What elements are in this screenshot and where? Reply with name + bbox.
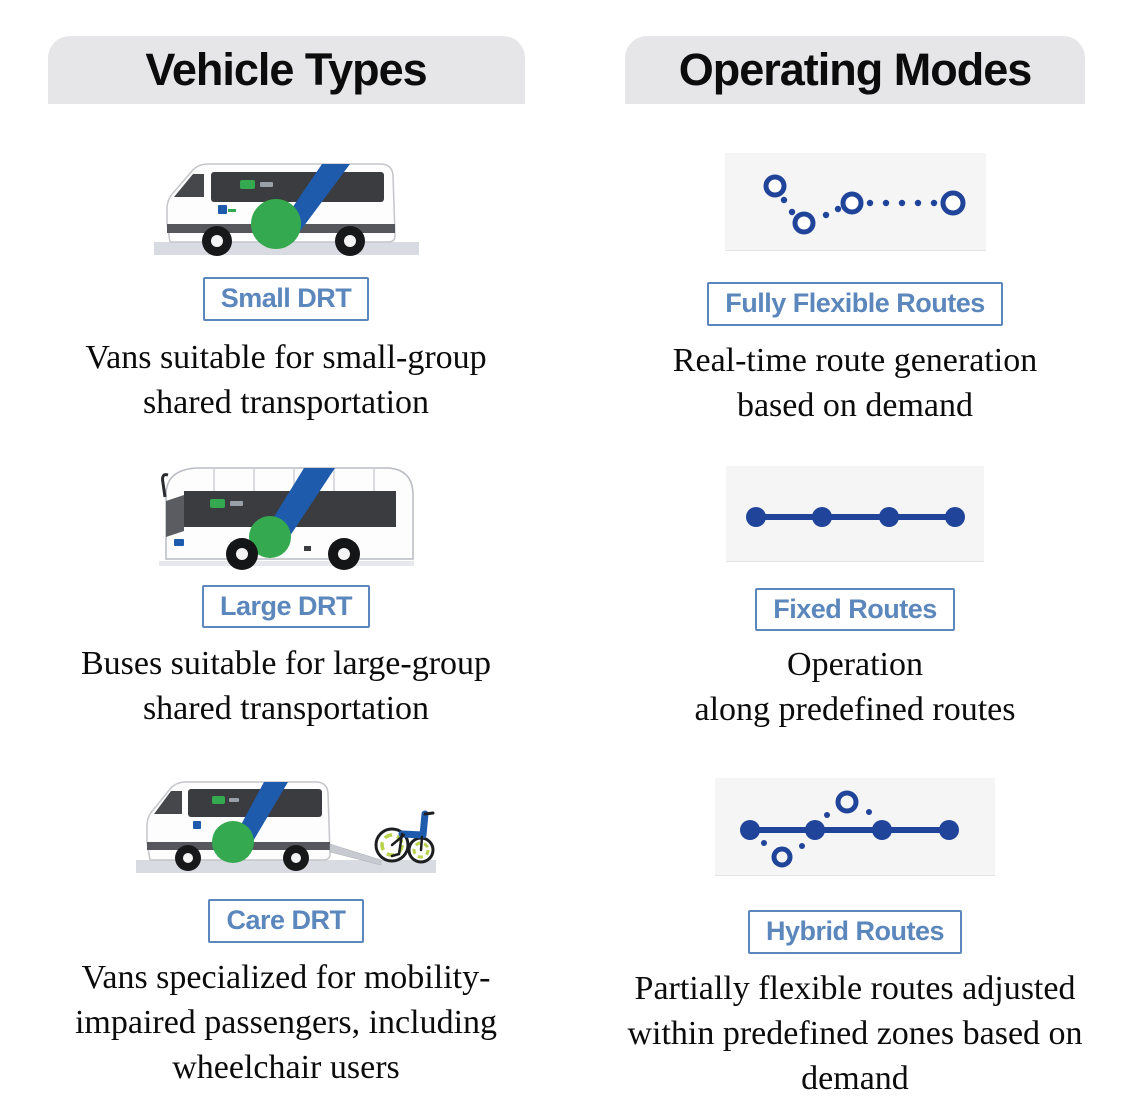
rear-hub [291, 853, 301, 864]
care-drt-label: Care DRT [208, 899, 364, 944]
green-circle [248, 515, 291, 558]
fully-flexible-routes-label: Fully Flexible Routes [707, 282, 1003, 326]
fixed-routes-label: Fixed Routes [755, 587, 955, 632]
windshield [154, 791, 182, 815]
rear-hub [337, 547, 350, 560]
fully-flexible-routes-description: Real-time route generation based on dema… [672, 341, 1038, 424]
vehicle-types-header: Vehicle Types [47, 36, 525, 104]
hybrid-route-icon [740, 790, 959, 868]
fully-flexible-route-iconbox [724, 153, 986, 251]
care-drt-wheelchair-van-icon [136, 781, 436, 874]
vehicle-types-column: Vehicle Types Small DRT Vans suitable fo… [36, 36, 536, 1090]
operating-modes-column: Operating Modes Fully Flexible [605, 36, 1105, 1101]
green-circle [212, 821, 254, 864]
care-drt-description: Vans specialized for mobility- impaired … [74, 959, 498, 1087]
front-windshield [165, 494, 184, 537]
windshield [173, 174, 204, 197]
small-drt-van-icon [153, 163, 419, 256]
small-drt-description: Vans suitable for small-group shared tra… [85, 338, 487, 421]
front-hub [183, 853, 193, 864]
ground-strip [158, 560, 414, 566]
large-drt-description: Buses suitable for large-group shared tr… [80, 645, 492, 728]
roof-pillars [212, 467, 375, 491]
green-badge [209, 498, 225, 508]
small-drt-label: Small DRT [202, 277, 370, 321]
door-logo-green [227, 209, 236, 212]
badge-text [229, 500, 243, 506]
front-hub [235, 547, 248, 560]
green-badge [212, 796, 225, 805]
hybrid-route-iconbox [715, 778, 995, 877]
mirror [160, 472, 168, 497]
operating-modes-header: Operating Modes [625, 36, 1085, 104]
rear-hub [343, 235, 356, 247]
ground-strip [136, 860, 436, 874]
badge-text [229, 798, 239, 803]
green-badge [239, 180, 255, 189]
wheelchair [374, 810, 435, 864]
fixed-route-iconbox [726, 465, 984, 562]
fully-flexible-route-icon [763, 174, 965, 235]
fuel-cap [303, 545, 311, 551]
hybrid-routes-label: Hybrid Routes [747, 910, 963, 955]
front-hub [210, 235, 223, 247]
window-band [210, 172, 384, 202]
fixed-routes-description: Operation along predefined routes [694, 646, 1016, 729]
door-logo [217, 205, 227, 214]
wheelchair-ramp [329, 844, 382, 866]
large-drt-bus-icon [158, 466, 414, 570]
door-logo [193, 821, 201, 830]
large-drt-label: Large DRT [201, 584, 371, 629]
fixed-route-icon [746, 506, 965, 527]
hybrid-routes-description: Partially flexible routes adjusted withi… [627, 970, 1083, 1098]
badge-text [259, 182, 273, 187]
green-circle [250, 199, 301, 249]
front-logo [173, 538, 184, 546]
